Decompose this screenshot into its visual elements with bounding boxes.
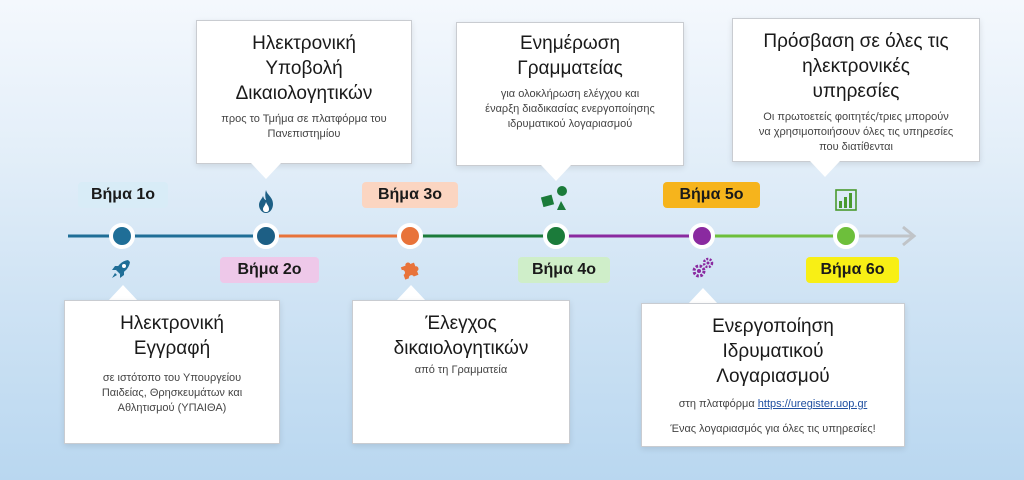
step-2-title-line-3: Δικαιολογητικών (235, 83, 373, 104)
step-3-badge: Βήμα 3ο (362, 182, 458, 208)
step-4-desc-line-3: ιδρυματικού λογαριασμού (507, 118, 633, 130)
step-4-desc-line-1: για ολοκλήρωση ελέγχου και (500, 88, 640, 100)
step-1-desc-line-2: Παιδείας, Θρησκευμάτων και (101, 387, 243, 399)
step-2-title-line-2: Υποβολή (265, 58, 343, 79)
step-4-badge: Βήμα 4ο (518, 257, 610, 283)
step-3-card: Έλεγχος δικαιολογητικών από τη Γραμματεί… (352, 300, 570, 444)
step-1-desc-line-1: σε ιστότοπο του Υπουργείου (102, 372, 242, 384)
step-2-desc-line-2: Πανεπιστημίου (267, 128, 341, 140)
step-2-card-pointer (251, 163, 281, 179)
step-6-desc-line-1: Οι πρωτοετείς φοιτητές/τριες μπορούν (763, 111, 949, 123)
step-6-title-line-1: Πρόσβαση σε όλες τις (763, 31, 949, 52)
step-5-title-line-3: Λογαριασμού (716, 366, 830, 387)
step-2-badge: Βήμα 2ο (220, 257, 319, 283)
step-4-card: Ενημέρωση Γραμματείας για ολοκλήρωση ελέ… (456, 22, 684, 166)
step-5-desc-prefix: στη πλατφόρμα (678, 398, 758, 410)
puzzle-icon (400, 262, 419, 280)
step-5-card-pointer (688, 288, 718, 304)
step-4-desc-line-2: έναρξη διαδικασίας ενεργοποίησης (485, 103, 655, 115)
step-1-badge: Βήμα 1ο (78, 182, 168, 208)
step-2-card: Ηλεκτρονική Υποβολή Δικαιολογητικών προς… (196, 20, 412, 164)
step-2-title-line-1: Ηλεκτρονική (252, 33, 356, 54)
flame-icon (259, 190, 273, 213)
node-step-2 (253, 223, 279, 249)
arrow-head-icon (902, 225, 917, 247)
step-1-card-pointer (108, 285, 138, 301)
step-4-title-line-1: Ενημέρωση (519, 33, 621, 54)
step-6-card-pointer (810, 161, 840, 177)
step-1-desc-line-3: Αθλητισμού (ΥΠΑΙΘΑ) (117, 402, 227, 414)
node-step-4 (543, 223, 569, 249)
step-1-title-line-1: Ηλεκτρονική (120, 313, 224, 334)
step-5-badge: Βήμα 5ο (663, 182, 760, 208)
step-6-title-line-3: υπηρεσίες (812, 81, 900, 102)
step-6-card: Πρόσβαση σε όλες τις ηλεκτρονικές υπηρεσ… (732, 18, 980, 162)
rocket-icon (112, 260, 130, 278)
gears-icon (692, 257, 714, 278)
uregister-link[interactable]: https://uregister.uop.gr (757, 398, 868, 410)
step-6-title-line-2: ηλεκτρονικές (802, 56, 910, 77)
step-5-title-line-1: Ενεργοποίηση (712, 316, 834, 337)
step-2-desc-line-1: προς το Τμήμα σε πλατφόρμα του (221, 113, 387, 125)
step-3-title-line-1: Έλεγχος (425, 313, 497, 334)
shapes-icon (540, 186, 567, 210)
step-4-card-pointer (541, 165, 571, 181)
step-3-desc-line-1: από τη Γραμματεία (414, 364, 508, 376)
node-step-3 (397, 223, 423, 249)
node-step-6 (833, 223, 859, 249)
bar-chart-icon (835, 189, 857, 211)
step-4-title-line-2: Γραμματείας (517, 58, 623, 79)
node-step-5 (689, 223, 715, 249)
step-3-card-pointer (396, 285, 426, 301)
step-3-title-line-2: δικαιολογητικών (393, 338, 529, 359)
step-6-desc-line-2: να χρησιμοποιήσουν όλες τις υπηρεσίες (758, 126, 954, 138)
step-1-title-line-2: Εγγραφή (133, 338, 211, 359)
node-step-1 (109, 223, 135, 249)
step-6-desc-line-3: που διατίθενται (819, 141, 893, 153)
step-5-title-line-2: Ιδρυματικού (722, 341, 824, 362)
step-6-badge: Βήμα 6ο (806, 257, 899, 283)
step-1-card: Ηλεκτρονική Εγγραφή σε ιστότοπο του Υπου… (64, 300, 280, 444)
step-5-desc: στη πλατφόρμα https://uregister.uop.gr (642, 397, 904, 412)
step-5-desc-extra: Ένας λογαριασμός για όλες τις υπηρεσίες! (670, 423, 876, 435)
step-5-card: Ενεργοποίηση Ιδρυματικού Λογαριασμού στη… (641, 303, 905, 447)
